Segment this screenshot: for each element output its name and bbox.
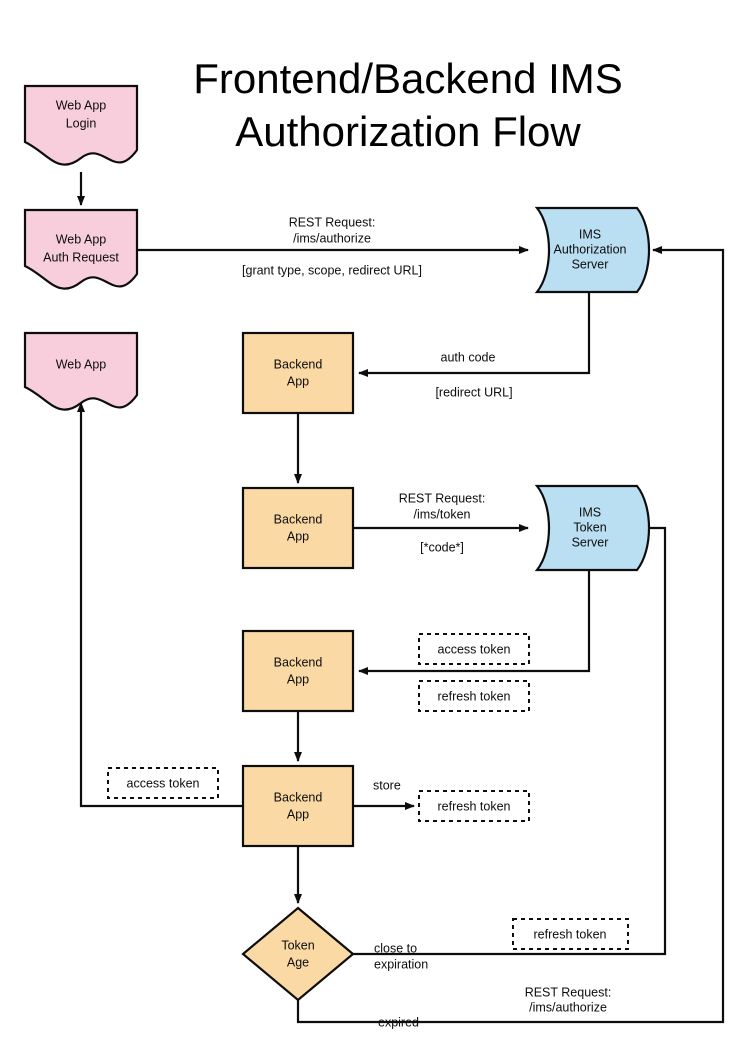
node-backend-app-4[interactable]: Backend App [241,764,355,848]
web-app-login-label-2: Login [66,116,97,130]
token-age-label-2: Age [287,955,309,969]
token-age-shape [241,906,355,1002]
note-refresh-token-store: refresh token [418,790,530,822]
backend-app-2-shape [241,486,355,570]
access-token-note-label-1: access token [438,642,511,656]
auth-request-rest-line-1: REST Request: [289,215,376,229]
note-refresh-token-reauth: refresh token [512,918,629,950]
token-rest-line-1: REST Request: [399,491,486,505]
ims-authorization-server-label-1: IMS [579,227,601,241]
edge-token-age-expired [296,246,725,1024]
edge-label-close-to-expiration: close to expiration [374,941,428,971]
backend-app-1-label-1: Backend [274,357,323,371]
refresh-token-note-label-3: refresh token [534,927,607,941]
node-backend-app-1[interactable]: Backend App [241,331,355,415]
node-backend-app-2[interactable]: Backend App [241,486,355,570]
token-age-label-1: Token [281,938,314,952]
web-app-label-1: Web App [56,357,107,371]
edge-label-auth-request-params: [grant type, scope, redirect URL] [242,263,422,277]
note-refresh-token-from-token-server: refresh token [418,680,530,712]
edge-auth-server-to-backend-app-1 [358,293,591,377]
title-line-1: Frontend/Backend IMS [193,55,623,102]
reauth-rest-line-1: REST Request: [525,985,612,999]
ims-authorization-server-label-2: Authorization [554,242,627,256]
ims-token-server-label-2: Token [573,520,606,534]
close-to-expiration-line-1: close to [374,941,417,955]
edge-label-store: store [373,778,401,792]
backend-app-1-shape [241,331,355,415]
edge-label-redirect-url: [redirect URL] [435,385,512,399]
node-ims-token-server[interactable]: IMS Token Server [534,484,651,572]
node-token-age[interactable]: Token Age [241,906,355,1002]
refresh-token-note-box-2 [418,790,530,822]
edge-token-age-close-to-expiration [353,524,667,956]
edge-label-auth-code: auth code [441,350,496,364]
title-line-2: Authorization Flow [235,108,581,155]
web-app-auth-request-label-2: Auth Request [43,250,119,264]
web-app-shape [23,331,139,411]
refresh-token-note-label-2: refresh token [438,799,511,813]
backend-app-2-label-1: Backend [274,512,323,526]
access-token-note-box-1 [418,633,530,665]
web-app-login-shape [23,84,139,166]
backend-app-1-label-2: App [287,374,309,388]
reauth-rest-line-2: /ims/authorize [529,1000,607,1014]
web-app-login-label-1: Web App [56,98,107,112]
edge-backend-app-4-to-web-app [77,402,243,808]
page-title: Frontend/Backend IMS Authorization Flow [193,55,623,155]
note-access-token-to-web-app: access token [107,767,219,799]
refresh-token-note-box-3 [512,918,629,950]
ims-authorization-server-label-3: Server [572,257,609,271]
edge-label-expired: expired [378,1015,419,1029]
node-ims-authorization-server[interactable]: IMS Authorization Server [534,206,651,294]
ims-token-server-label-1: IMS [579,505,601,519]
backend-app-3-label-1: Backend [274,655,323,669]
ims-token-server-label-3: Server [572,535,609,549]
node-web-app[interactable]: Web App [23,331,139,411]
edge-label-reauth-rest: REST Request: /ims/authorize [525,985,612,1014]
backend-app-3-shape [241,629,355,713]
web-app-auth-request-shape [23,208,139,290]
backend-app-4-label-2: App [287,807,309,821]
token-rest-line-2: /ims/token [414,507,471,521]
ims-token-server-shape [534,484,651,572]
backend-app-4-label-1: Backend [274,790,323,804]
node-backend-app-3[interactable]: Backend App [241,629,355,713]
auth-request-rest-line-2: /ims/authorize [293,231,371,245]
edge-label-auth-request-rest: REST Request: /ims/authorize [289,215,376,245]
ims-authorization-server-shape [534,206,651,294]
refresh-token-note-label-1: refresh token [438,689,511,703]
edge-label-token-rest: REST Request: /ims/token [399,491,486,521]
backend-app-4-shape [241,764,355,848]
edge-token-server-to-backend-app-3 [358,571,591,675]
edge-label-token-code: [*code*] [420,540,464,554]
backend-app-2-label-2: App [287,529,309,543]
web-app-auth-request-label-1: Web App [56,232,107,246]
note-access-token-from-token-server: access token [418,633,530,665]
refresh-token-note-box-1 [418,680,530,712]
node-web-app-auth-request[interactable]: Web App Auth Request [23,208,139,290]
close-to-expiration-line-2: expiration [374,957,428,971]
node-web-app-login[interactable]: Web App Login [23,84,139,166]
backend-app-3-label-2: App [287,672,309,686]
access-token-note-label-2: access token [127,776,200,790]
access-token-note-box-2 [107,767,219,799]
